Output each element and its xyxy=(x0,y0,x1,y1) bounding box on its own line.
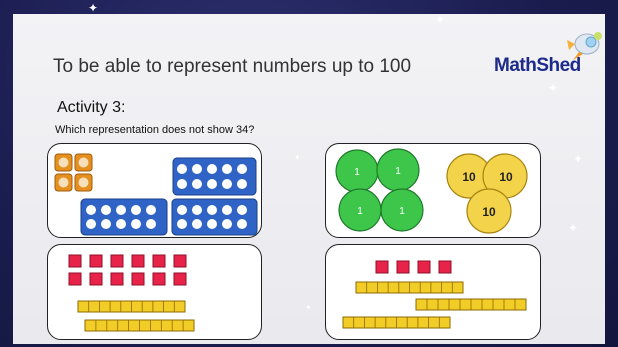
one-counter-label: 1 xyxy=(399,206,405,217)
star-icon: ✦ xyxy=(294,152,301,164)
star-icon: ✦ xyxy=(305,302,312,314)
rocket-icon xyxy=(565,30,605,62)
counter-blocks-icon xyxy=(48,144,261,237)
page-title: To be able to represent numbers up to 10… xyxy=(53,56,411,78)
answer-option-base-ten-a[interactable] xyxy=(47,244,262,340)
ten-counter-label: 10 xyxy=(462,170,476,184)
answer-option-coins[interactable]: 1 1 1 1 10 10 10 xyxy=(325,143,541,238)
ten-counter-label: 10 xyxy=(482,205,496,219)
star-icon: ✦ xyxy=(573,153,583,165)
answer-option-ten-frames[interactable] xyxy=(47,143,262,238)
activity-heading: Activity 3: xyxy=(57,99,125,117)
star-icon: ✦ xyxy=(88,2,98,14)
question-text: Which representation does not show 34? xyxy=(55,124,254,136)
star-icon: ✦ xyxy=(435,14,445,26)
answer-option-base-ten-b[interactable] xyxy=(325,244,541,340)
one-counter-label: 1 xyxy=(357,206,363,217)
base-ten-blocks-icon xyxy=(326,245,540,339)
place-value-counters: 1 1 1 1 10 10 10 xyxy=(326,144,540,237)
star-icon: ✦ xyxy=(548,82,558,94)
one-counter-label: 1 xyxy=(395,166,401,177)
ten-counter-label: 10 xyxy=(499,170,513,184)
one-counter-label: 1 xyxy=(354,167,360,178)
star-icon: ✦ xyxy=(568,222,578,234)
base-ten-blocks-icon xyxy=(48,245,261,339)
